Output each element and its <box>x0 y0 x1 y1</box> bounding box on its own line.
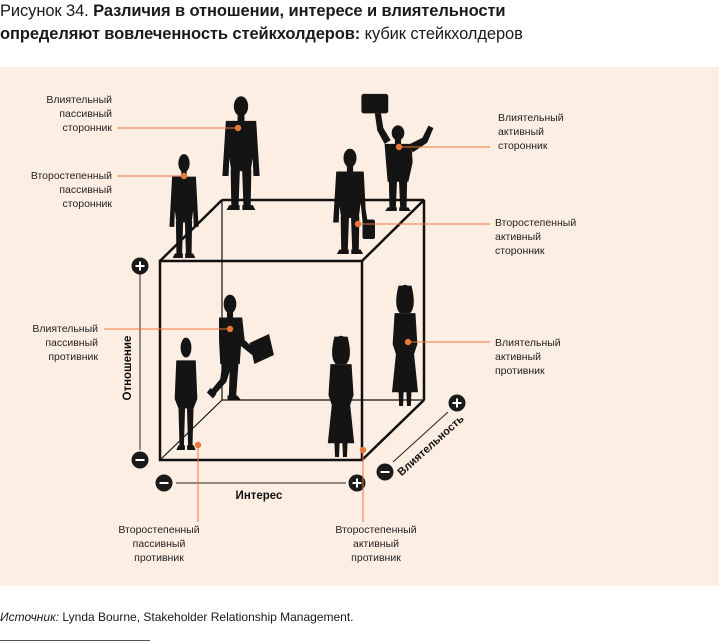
source-prefix: Источник: <box>0 610 60 624</box>
label-secondary-active-supporter: Второстепенный активный сторонник <box>495 217 577 257</box>
figure-caption: Рисунок 34. Различия в отношении, интере… <box>0 0 600 46</box>
label-secondary-passive-supporter: Второстепенный пассивный сторонник <box>30 170 112 210</box>
label-secondary-active-opponent: Второстепенный активный противник <box>335 524 417 564</box>
label-influential-passive-supporter: Влиятельный пассивный сторонник <box>46 94 112 134</box>
connectors <box>104 124 490 522</box>
label-influential-active-opponent: Влиятельный активный противник <box>495 337 561 377</box>
source-text: Lynda Bourne, Stakeholder Relationship M… <box>59 610 354 624</box>
influence-minus <box>376 463 394 481</box>
walking-person-icon <box>206 294 274 400</box>
interest-plus <box>348 474 366 492</box>
attitude-minus <box>131 451 149 469</box>
label-influential-active-supporter: Влиятельный активный сторонник <box>498 112 564 152</box>
influence-plus <box>448 394 466 412</box>
interest-minus <box>155 474 173 492</box>
person-icon <box>169 154 199 258</box>
influence-axis-label: Влиятельность <box>395 413 466 479</box>
woman-icon <box>327 335 355 457</box>
attitude-axis-label: Отношение <box>122 336 134 401</box>
woman-icon <box>392 284 418 406</box>
caption-rest: кубик стейкхолдеров <box>360 25 523 43</box>
attitude-plus <box>131 257 149 275</box>
source-note: Источник: Lynda Bourne, Stakeholder Rela… <box>0 610 354 624</box>
diagram-panel <box>0 67 719 586</box>
interest-axis-label: Интерес <box>236 490 284 502</box>
cube <box>158 198 426 462</box>
person-icon <box>222 96 260 210</box>
label-secondary-passive-opponent: Второстепенный пассивный противник <box>118 524 200 564</box>
caption-bold: Различия в отношении, интересе и влиятел… <box>0 2 506 43</box>
stakeholder-figures-back <box>169 93 434 406</box>
person-with-bag-icon <box>333 148 375 254</box>
caption-prefix: Рисунок 34. <box>0 2 94 20</box>
cube-front-face <box>158 259 364 462</box>
person-icon <box>174 337 198 450</box>
label-influential-passive-opponent: Влиятельный пассивный противник <box>32 323 98 363</box>
person-with-briefcase-icon <box>361 93 434 211</box>
footnote-rule <box>0 640 150 641</box>
